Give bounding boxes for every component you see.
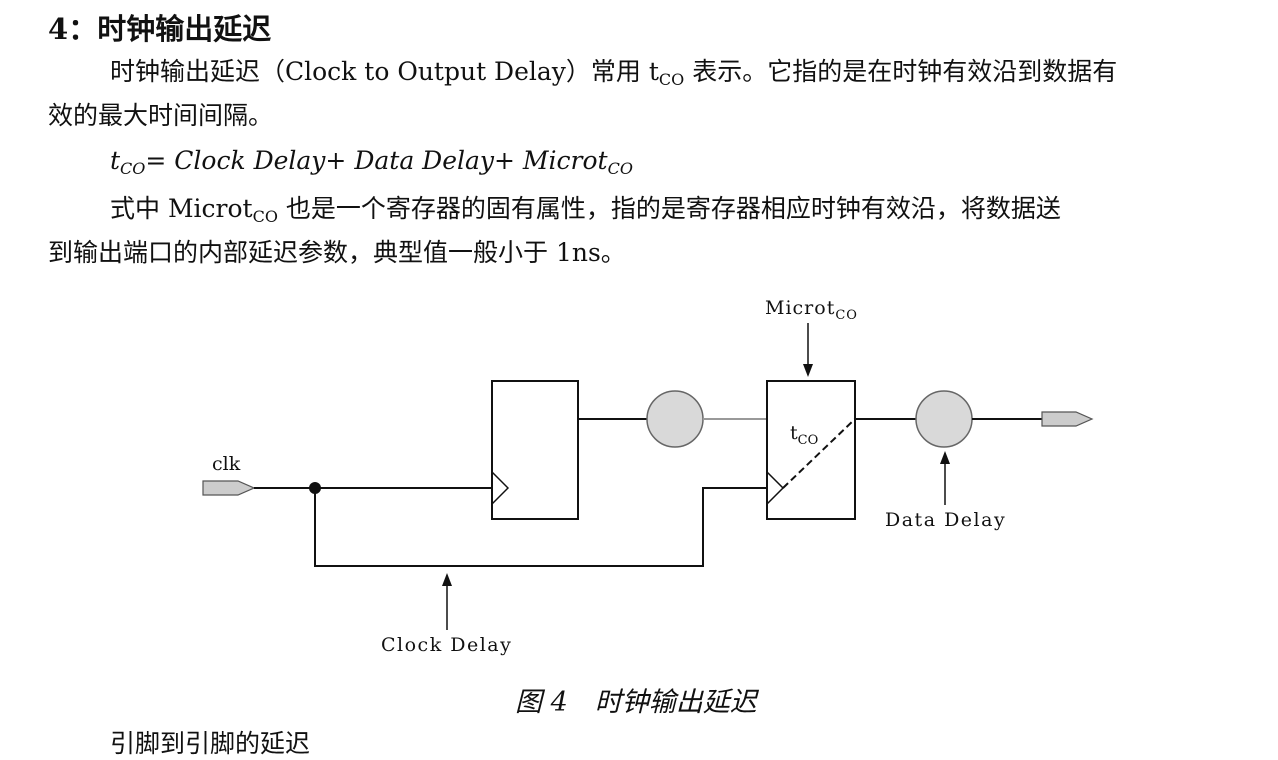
formula-t-subscript: CO	[120, 159, 146, 178]
next-section-heading-partial: 引脚到引脚的延迟	[110, 729, 311, 758]
paragraph-1-text-b: 表示。它指的是在时钟有效沿到数据有	[684, 57, 1118, 86]
paragraph-2-line-1: 式中 MicrotCO 也是一个寄存器的固有属性，指的是寄存器相应时钟有效沿，将…	[110, 189, 1061, 226]
data-delay-label: Data Delay	[885, 509, 1006, 531]
tco-subscript: CO	[658, 70, 685, 89]
tco-label: tCO	[790, 422, 818, 448]
clk-label: clk	[212, 453, 241, 475]
section-separator: ：	[68, 12, 98, 46]
formula: tCO= Clock Delay+ Data Delay+ MicrotCO	[110, 146, 633, 178]
microt-arrow-head	[803, 364, 813, 377]
formula-microt-subscript: CO	[607, 159, 633, 178]
microt-label-sub: CO	[835, 308, 858, 323]
paragraph-1-line-2: 效的最大时间间隔。	[48, 101, 274, 130]
formula-rest: = Clock Delay+ Data Delay+ Microt	[145, 146, 608, 175]
source-register-clock-mark	[491, 471, 510, 505]
section-title: 时钟输出延迟	[97, 12, 272, 46]
clock-delay-path	[314, 487, 767, 567]
section-number: 4	[48, 12, 69, 46]
microt-label: MicrotCO	[765, 297, 858, 323]
figure-caption: 图 4 时钟输出延迟	[515, 687, 757, 718]
tco-label-sub: CO	[798, 433, 819, 448]
section-heading: 4：时钟输出延迟	[48, 6, 271, 48]
output-port	[1041, 411, 1094, 427]
paragraph-2-line-2: 到输出端口的内部延迟参数，典型值一般小于 1ns。	[48, 238, 626, 267]
tco-label-t: t	[790, 422, 798, 444]
source-register	[491, 380, 579, 520]
clk-input-port	[202, 480, 256, 496]
paragraph-1-text-a: 时钟输出延迟（Clock to Output Delay）常用 t	[110, 57, 659, 86]
clock-delay-label: Clock Delay	[381, 634, 512, 656]
routing-delay-circle-1	[646, 390, 704, 448]
microt-label-text: Microt	[765, 297, 835, 319]
formula-t: t	[110, 146, 121, 175]
routing-delay-circle-2	[915, 390, 973, 448]
output-register	[766, 380, 856, 520]
clock-delay-arrow-head	[442, 573, 452, 586]
paragraph-2-text-a: 式中 Microt	[110, 194, 253, 223]
clock-output-delay-diagram: clk tCO MicrotCO Data Delay Clock Delay	[202, 297, 1094, 656]
paragraph-1-line-1: 时钟输出延迟（Clock to Output Delay）常用 tCO 表示。它…	[110, 52, 1117, 89]
microt-subscript: CO	[252, 207, 278, 226]
tco-dashed-line	[782, 418, 856, 489]
paragraph-2-text-b: 也是一个寄存器的固有属性，指的是寄存器相应时钟有效沿，将数据送	[277, 194, 1061, 223]
data-delay-arrow-head	[940, 451, 950, 464]
